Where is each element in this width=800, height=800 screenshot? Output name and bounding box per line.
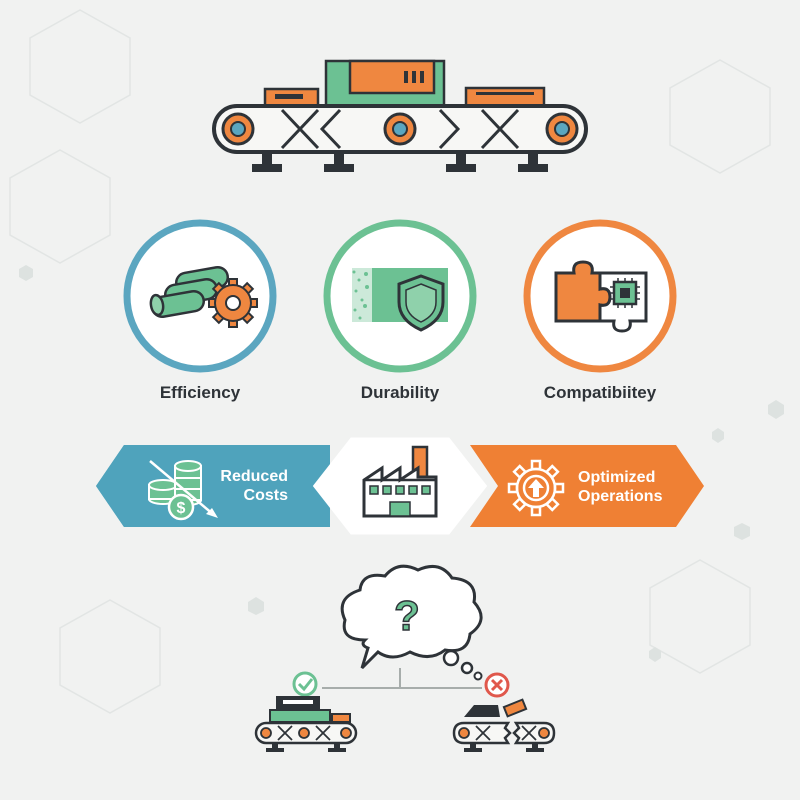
shield-icon [397,274,445,332]
reduced-costs-line2: Costs [243,487,288,504]
svg-text:$: $ [177,500,186,517]
optimized-operations-text: Optimized Operations [578,468,662,506]
factory-hexagon [312,437,488,535]
check-icon [292,671,318,697]
top-conveyor-legs [252,152,548,172]
puzzle-chip-icon [554,260,648,333]
bad-conveyor [452,698,556,752]
question-mark-icon: ? [394,592,420,639]
good-conveyor [254,696,358,752]
reduced-costs-banner: $ [96,445,330,527]
reduced-costs-line1: Reduced [220,468,288,485]
thought-bubble: ? [340,564,483,681]
durability-label: Durability [360,383,440,402]
efficiency-circle [123,219,277,373]
decision-branch-lines [322,668,482,689]
top-rollers [221,112,579,146]
optimized-operations-line2: Operations [578,488,663,505]
compatibility-circle [523,219,677,373]
gear-arrow-up-icon [507,459,565,517]
compatibility-label: Compatibiitey [543,383,657,402]
top-packages [263,59,546,108]
optimized-operations-banner [470,445,704,527]
background-dots [19,265,784,662]
rollers-gear-icon [149,265,258,328]
optimized-operations-line1: Optimized [578,469,656,486]
reduced-costs-text: Reduced Costs [220,467,288,505]
coins-dollar-icon: $ [148,460,218,521]
factory-icon [362,445,438,518]
top-conveyor [212,59,588,172]
background-hexagons [9,9,771,714]
cross-icon [484,672,510,698]
durability-circle [323,219,477,373]
efficiency-label: Efficiency [159,383,241,402]
